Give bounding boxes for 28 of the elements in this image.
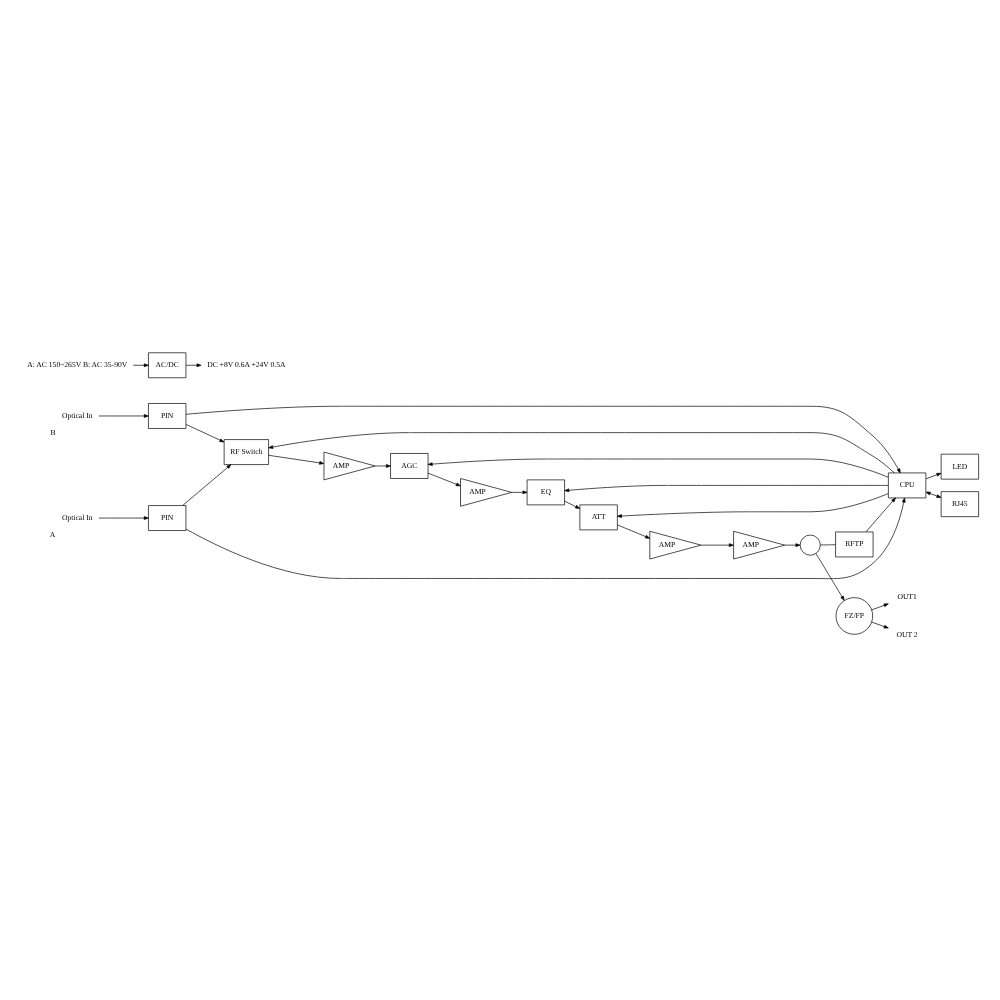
arrow xyxy=(185,497,906,579)
arrow xyxy=(815,553,845,601)
arrow xyxy=(784,543,801,547)
connector xyxy=(820,544,836,546)
arrow xyxy=(185,363,202,368)
arrow xyxy=(564,500,581,509)
arrow xyxy=(427,472,461,487)
arrow xyxy=(511,490,528,495)
arrow xyxy=(617,524,650,539)
arrow xyxy=(185,405,901,474)
arrow xyxy=(865,497,896,533)
arrow xyxy=(268,432,895,474)
arrow xyxy=(268,454,325,465)
arrow xyxy=(132,363,149,368)
arrow xyxy=(871,603,889,611)
arrow xyxy=(925,472,942,480)
arrow xyxy=(182,464,232,506)
arrow xyxy=(185,424,225,443)
arrow xyxy=(925,491,942,498)
arrow xyxy=(871,621,889,629)
arrow xyxy=(564,485,889,493)
arrow xyxy=(427,458,889,478)
arrow xyxy=(98,414,149,418)
arrow xyxy=(700,543,734,547)
arrow xyxy=(374,464,391,468)
node-circle xyxy=(799,534,821,556)
arrow xyxy=(98,516,149,520)
arrow xyxy=(617,493,889,518)
